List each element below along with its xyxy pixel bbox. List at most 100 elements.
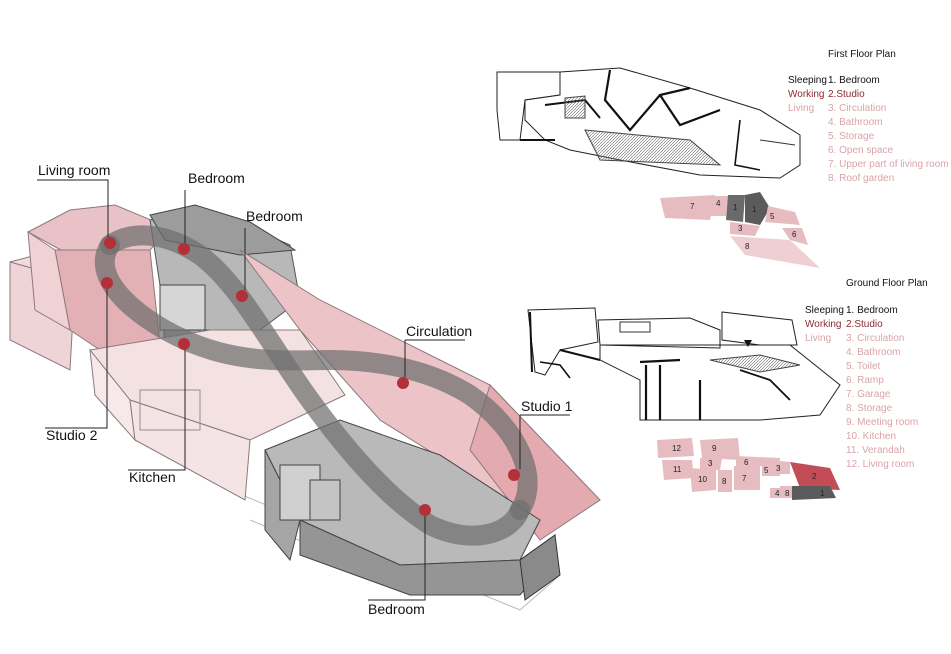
ff-num-5: 5	[770, 212, 775, 221]
gf-room-3: 3. Circulation	[846, 333, 904, 344]
gf-block-7	[734, 466, 760, 490]
node-bedroom-2	[236, 290, 248, 302]
ff-zone-blocks: 7 4 1 1 5 3 6 8	[660, 192, 820, 268]
ff-room-3: 3. Circulation	[828, 103, 886, 114]
gf-zone-living: Living	[805, 333, 831, 344]
gf-num-8a: 8	[722, 477, 727, 486]
gf-num-9: 9	[712, 444, 717, 453]
ff-block-8	[730, 236, 820, 268]
gf-block-3b	[770, 460, 790, 474]
gf-num-4: 4	[775, 489, 780, 498]
gf-block-8b	[780, 486, 795, 498]
gf-room-9: 9. Meeting room	[846, 417, 918, 428]
first-floor-title: First Floor Plan	[828, 49, 896, 60]
ff-room-2: 2.Studio	[828, 89, 865, 100]
gf-num-2: 2	[812, 472, 817, 481]
label-circulation: Circulation	[406, 323, 472, 339]
ff-block-3	[730, 222, 760, 236]
gf-block-3a	[700, 458, 722, 470]
gf-zone-blocks: 12 9 3 11 10 8 7 6 5 3 2 4 8 1	[657, 438, 840, 500]
ff-room-4: 4. Bathroom	[828, 117, 882, 128]
ff-room-5: 5. Storage	[828, 131, 875, 142]
ff-num-1a: 1	[733, 203, 738, 212]
gf-block-8a	[718, 470, 732, 492]
ground-floor-title: Ground Floor Plan	[846, 278, 928, 289]
gf-num-5: 5	[764, 466, 769, 475]
node-bedroom-3	[419, 504, 431, 516]
node-bedroom-1	[178, 243, 190, 255]
gf-num-1: 1	[820, 489, 825, 498]
ff-room-6: 6. Open space	[828, 145, 893, 156]
label-bedroom-1: Bedroom	[188, 170, 245, 186]
label-bedroom-3: Bedroom	[368, 601, 425, 617]
gf-room-1: 1. Bedroom	[846, 305, 898, 316]
gf-num-3b: 3	[776, 464, 781, 473]
node-kitchen	[178, 338, 190, 350]
ff-num-3: 3	[738, 224, 743, 233]
gf-num-10: 10	[698, 475, 707, 484]
ff-block-7	[660, 195, 715, 220]
gf-room-2: 2.Studio	[846, 319, 883, 330]
ff-zone-sleeping: Sleeping	[788, 75, 827, 86]
loop-upper	[94, 235, 538, 520]
ff-block-1b	[745, 192, 770, 225]
ff-room-1: 1. Bedroom	[828, 75, 880, 86]
gf-room-10: 10. Kitchen	[846, 431, 896, 442]
leader-lines	[37, 179, 570, 601]
label-studio-1: Studio 1	[521, 398, 573, 414]
gf-room-8: 8. Storage	[846, 403, 893, 414]
gf-room-11: 11. Verandah	[846, 445, 905, 456]
ff-room-8: 8. Roof garden	[828, 173, 894, 184]
ff-block-5	[765, 206, 800, 225]
gf-num-6: 6	[744, 458, 749, 467]
node-studio-1	[508, 469, 520, 481]
gf-room-4: 4. Bathroom	[846, 347, 900, 358]
gf-room-5: 5. Toilet	[846, 361, 881, 372]
axonometric-model: Living room Bedroom Bedroom Circulation …	[9, 162, 601, 617]
label-living-room: Living room	[38, 162, 110, 178]
gf-num-12: 12	[672, 444, 681, 453]
gf-num-11: 11	[673, 465, 682, 474]
gf-block-9	[700, 438, 740, 460]
first-floor-plan: First Floor Plan Sleeping Working Living…	[496, 49, 949, 268]
label-kitchen: Kitchen	[129, 469, 176, 485]
ff-block-1a	[726, 195, 745, 222]
activity-nodes	[101, 237, 520, 516]
ff-num-4: 4	[716, 199, 721, 208]
gf-block-11	[662, 460, 694, 480]
gf-room-7: 7. Garage	[846, 389, 891, 400]
ff-block-4	[710, 196, 728, 216]
gf-num-3a: 3	[708, 459, 713, 468]
ff-num-6: 6	[792, 230, 797, 239]
gf-block-10	[690, 468, 716, 492]
gf-block-12	[657, 438, 694, 458]
ground-floor-drawing	[527, 307, 841, 421]
ff-zone-working: Working	[788, 89, 825, 100]
gf-block-6	[736, 456, 780, 466]
gf-room-12: 12. Living room	[846, 459, 914, 470]
label-studio-2: Studio 2	[46, 427, 98, 443]
ff-zone-living: Living	[788, 103, 814, 114]
gf-num-7: 7	[742, 474, 747, 483]
first-floor-drawing	[496, 67, 801, 179]
ff-num-7: 7	[690, 202, 695, 211]
gf-zone-working: Working	[805, 319, 842, 330]
gf-block-2	[790, 462, 840, 490]
node-circulation	[397, 377, 409, 389]
ff-num-1b: 1	[752, 205, 757, 214]
gf-block-1	[792, 486, 836, 500]
node-living-room	[104, 237, 116, 249]
gf-room-6: 6. Ramp	[846, 375, 884, 386]
circulation-loop	[94, 225, 538, 546]
gf-num-8b: 8	[785, 489, 790, 498]
node-studio-2	[101, 277, 113, 289]
label-bedroom-2: Bedroom	[246, 208, 303, 224]
ground-floor-plan: Ground Floor Plan Sleeping Working Livin…	[527, 278, 928, 500]
loop-lower	[100, 225, 530, 546]
ff-room-7: 7. Upper part of living room	[828, 159, 949, 170]
ff-block-6	[782, 228, 808, 245]
gf-zone-sleeping: Sleeping	[805, 305, 844, 316]
ff-num-8: 8	[745, 242, 750, 251]
